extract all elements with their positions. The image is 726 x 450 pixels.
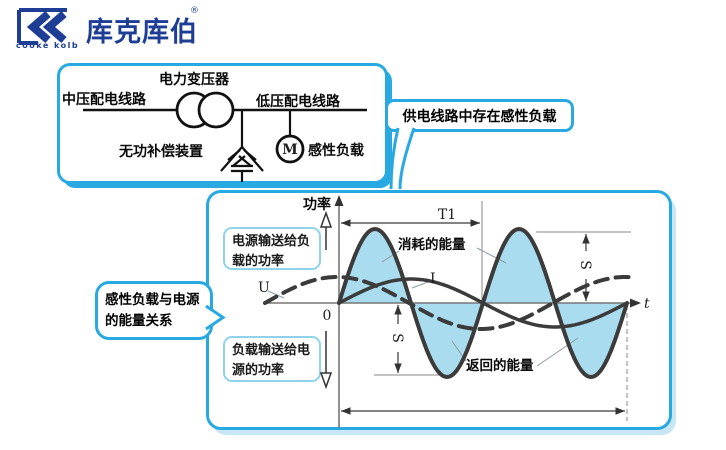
source-to-load-line2: 载的功率 bbox=[232, 253, 285, 269]
callout-energy-line2: 的能量关系 bbox=[105, 312, 173, 329]
load-to-source-line2: 源的功率 bbox=[232, 362, 285, 378]
load-to-source-line1: 负载输送给电 bbox=[232, 343, 311, 358]
label-box-source-to-load: 电源输送给负 载的功率 bbox=[223, 227, 321, 270]
callout-supply-line: 供电线路中存在感性负载 bbox=[385, 99, 574, 132]
registered-mark-icon: ® bbox=[190, 6, 199, 16]
source-to-load-line1: 电源输送给负 bbox=[232, 234, 311, 249]
brand-logo-icon bbox=[17, 8, 67, 45]
callout-supply-tail bbox=[389, 126, 416, 190]
circuit-panel bbox=[57, 63, 388, 184]
brand-name: 库克库伯 bbox=[86, 17, 198, 48]
brand-logo: 库克库伯 ® cooke kolb bbox=[12, 4, 232, 52]
callout-energy-line1: 感性负载与电源 bbox=[105, 292, 200, 308]
callout-supply-text: 供电线路中存在感性负载 bbox=[402, 108, 557, 125]
chart-panel bbox=[206, 190, 672, 430]
brand-tagline: cooke kolb bbox=[16, 41, 80, 50]
callout-energy-relation: 感性负载与电源 的能量关系 bbox=[95, 281, 213, 340]
label-box-load-to-source: 负载输送给电 源的功率 bbox=[223, 336, 321, 382]
